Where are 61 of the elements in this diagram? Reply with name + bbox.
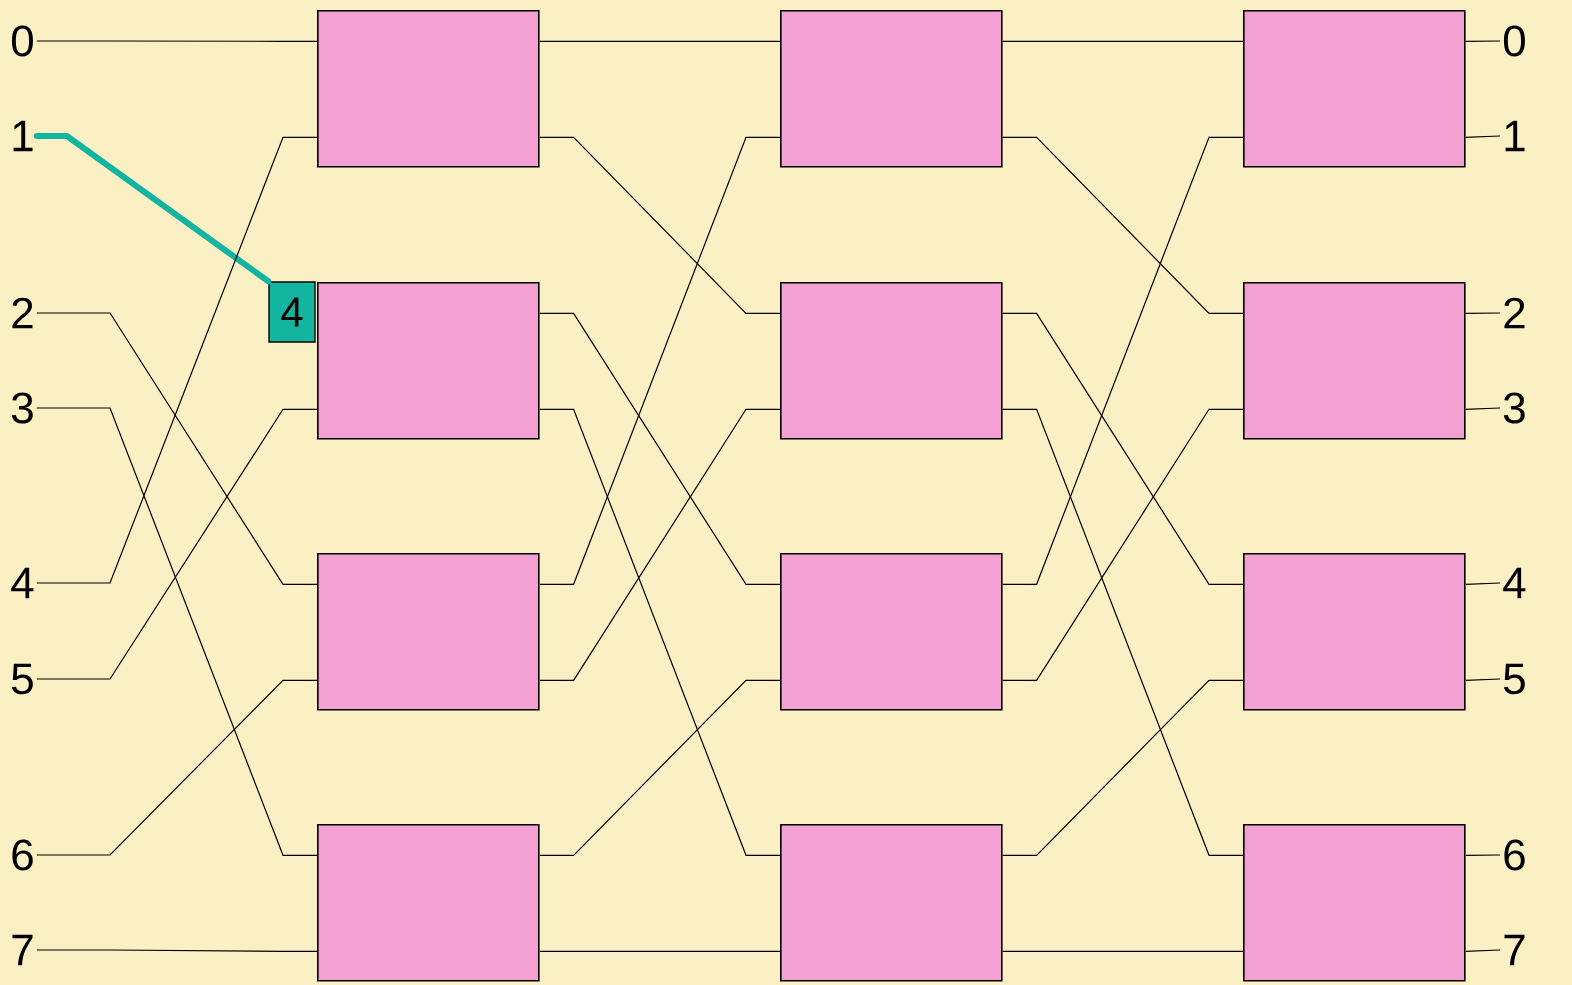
- port-number: 1: [1505, 120, 1525, 152]
- wire: [1002, 408, 1244, 856]
- wire: [539, 136, 781, 314]
- wire: [1002, 408, 1244, 681]
- wire: [539, 312, 781, 585]
- port-number: 7: [12, 934, 33, 966]
- switch-box: [780, 10, 1003, 168]
- wire: [1465, 678, 1501, 681]
- number-tag: 4: [268, 281, 316, 343]
- port-number: 5: [1503, 663, 1525, 695]
- highlight-line: [33, 133, 272, 285]
- wire: [539, 136, 781, 585]
- wire: [1002, 312, 1244, 585]
- port-number: 4: [1503, 567, 1526, 599]
- switch-box: [1243, 824, 1466, 982]
- port-number: 0: [11, 25, 33, 57]
- wire: [1465, 949, 1501, 952]
- switch-box: [780, 553, 1003, 711]
- wire: [539, 40, 781, 42]
- wire: [539, 679, 781, 856]
- port-number: 3: [11, 392, 33, 424]
- switch-box: [1243, 553, 1466, 711]
- wire: [36, 949, 318, 952]
- port-number: 5: [11, 663, 33, 695]
- port-number: 3: [1503, 392, 1525, 424]
- wire: [1465, 135, 1501, 138]
- wire: [36, 679, 318, 856]
- switch-box: [317, 824, 540, 982]
- wire: [1002, 40, 1244, 42]
- switch-box: [780, 282, 1003, 440]
- wire: [36, 408, 318, 680]
- wire: [36, 407, 318, 856]
- wire: [539, 950, 781, 952]
- switch-box: [317, 553, 540, 711]
- wire: [1465, 582, 1501, 585]
- wire: [36, 312, 318, 585]
- wire: [1002, 950, 1244, 952]
- port-number: 4: [11, 567, 34, 599]
- port-number: 2: [12, 297, 33, 329]
- wire: [1002, 136, 1244, 585]
- switch-box: [1243, 282, 1466, 440]
- wire: [36, 40, 318, 42]
- switch-box: [317, 10, 540, 168]
- wire: [539, 408, 781, 681]
- wire: [36, 136, 318, 584]
- wire: [1465, 407, 1501, 410]
- switch-box: [780, 824, 1003, 982]
- switch-box: [1243, 10, 1466, 168]
- wire: [539, 408, 781, 856]
- wire: [1465, 312, 1501, 314]
- switch-box: [317, 282, 540, 440]
- wire: [1002, 136, 1244, 314]
- wire: [1465, 40, 1501, 42]
- port-number: 6: [12, 839, 33, 871]
- port-number: 1: [13, 120, 33, 152]
- wire: [1465, 854, 1501, 856]
- port-number: 2: [1504, 297, 1525, 329]
- port-number: 7: [1504, 934, 1525, 966]
- port-number: 6: [1504, 839, 1525, 871]
- wire: [1002, 679, 1244, 856]
- port-number: 0: [1503, 25, 1525, 57]
